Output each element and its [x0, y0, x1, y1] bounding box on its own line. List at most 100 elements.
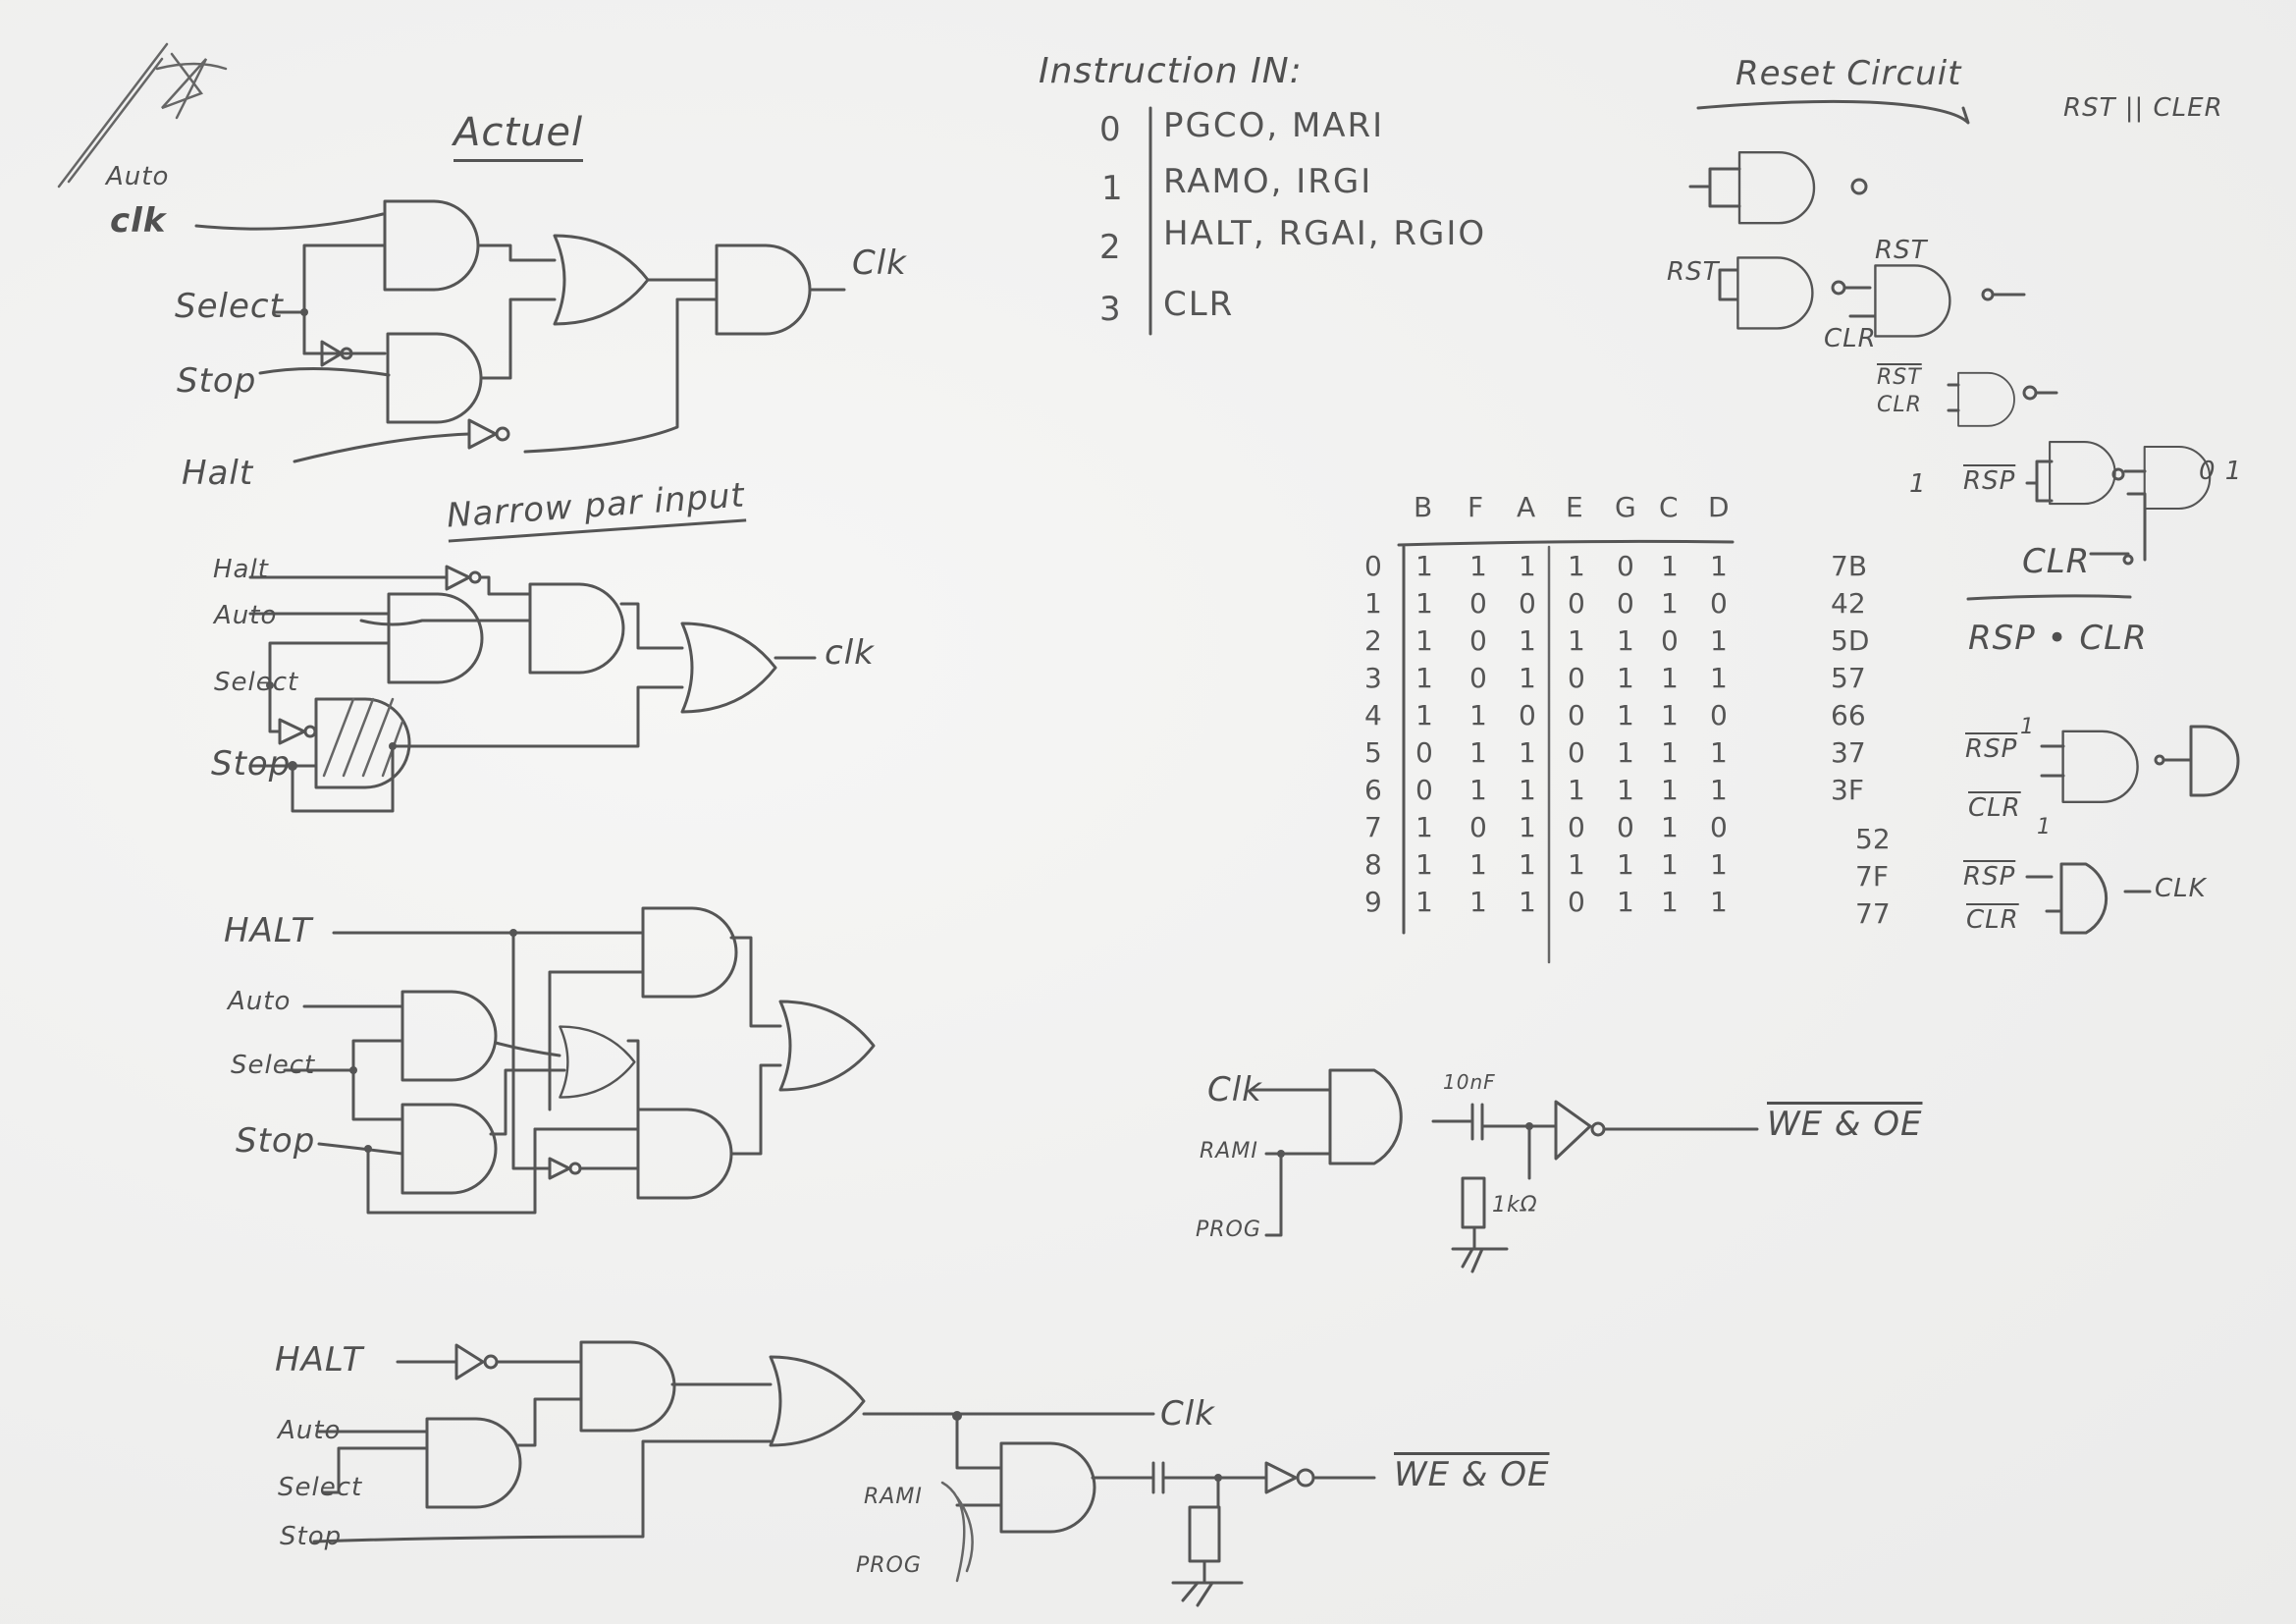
table-cell: 1: [1661, 774, 1679, 806]
reset-label-rst-bar: RST: [1877, 365, 1922, 390]
table-cell: 1: [1519, 886, 1536, 918]
table-row-digit: 9: [1364, 886, 1382, 918]
table-cell: 1: [1617, 662, 1634, 694]
table-cell: 0: [1617, 550, 1634, 582]
bottom-input-halt: HALT: [275, 1340, 364, 1380]
table-cell: 1: [1710, 550, 1728, 582]
table-cell: 0: [1568, 811, 1585, 843]
table-cell: 1: [1469, 886, 1487, 918]
table-cell: 1: [1519, 774, 1536, 806]
table-cell: 1: [1568, 774, 1585, 806]
reset-label-clr: CLR: [1824, 324, 1877, 353]
table-cell: 1: [1710, 624, 1728, 657]
capacitor-value: 10nF: [1443, 1070, 1496, 1094]
table-hex-value: 7B: [1831, 550, 1868, 582]
table-cell: 1: [1415, 587, 1433, 620]
table-cell: 1: [1469, 699, 1487, 731]
reset-circuit: [1688, 99, 2240, 935]
table-cell: 1: [1661, 662, 1679, 694]
third-circuit: [283, 906, 876, 1215]
actuel-output-clk: Clk: [852, 244, 907, 283]
actuel-input-halt: Halt: [182, 454, 254, 493]
table-cell: 0: [1469, 662, 1487, 694]
table-cell: 1: [1469, 550, 1487, 582]
table-row-digit: 0: [1364, 550, 1382, 582]
bottom-output-we-oe: WE & OE: [1394, 1455, 1550, 1494]
table-cell: 1: [1519, 848, 1536, 881]
table-header-b: B: [1414, 491, 1433, 523]
table-cell: 1: [1568, 624, 1585, 657]
actuel-title: Actuel: [454, 110, 584, 162]
bottom-input-prog: PROG: [856, 1553, 922, 1578]
table-cell: 1: [1469, 774, 1487, 806]
table-cell: 1: [1710, 848, 1728, 881]
table-cell: 0: [1710, 587, 1728, 620]
table-cell: 0: [1568, 699, 1585, 731]
table-hex-value: 42: [1831, 587, 1866, 620]
table-row-digit: 8: [1364, 848, 1382, 881]
table-hex-value: 57: [1831, 662, 1866, 694]
table-cell: 0: [1568, 587, 1585, 620]
reset-formula: RSP • CLR: [1968, 619, 2148, 658]
table-cell: 1: [1519, 811, 1536, 843]
reset-label-clk-out: CLK: [2155, 874, 2207, 903]
bottom-input-stop: Stop: [280, 1522, 343, 1551]
table-cell: 1: [1617, 886, 1634, 918]
instruction-title: Instruction IN:: [1039, 51, 1303, 91]
table-cell: 0: [1617, 811, 1634, 843]
narrow-input-stop: Stop: [211, 744, 292, 784]
table-cell: 0: [1617, 587, 1634, 620]
actuel-input-auto: Auto: [106, 162, 170, 191]
bottom-input-auto: Auto: [278, 1416, 342, 1445]
reset-label-one-a: 1: [2020, 715, 2035, 739]
table-cell: 0: [1469, 811, 1487, 843]
bottom-input-select: Select: [278, 1473, 363, 1502]
table-cell: 1: [1661, 811, 1679, 843]
scribble-mark: [57, 42, 228, 189]
table-cell: 0: [1568, 886, 1585, 918]
instruction-step-2: 2: [1099, 228, 1123, 267]
table-cell: 1: [1519, 550, 1536, 582]
table-cell: 1: [1568, 550, 1585, 582]
table-cell: 1: [1710, 662, 1728, 694]
third-input-select: Select: [231, 1051, 316, 1080]
instruction-signals-3: CLR: [1163, 285, 1235, 324]
reset-label-one-b: 1: [2037, 815, 2052, 839]
table-cell: 1: [1661, 886, 1679, 918]
reset-label-rsp-3: RSP: [1963, 862, 2016, 892]
table-row-digit: 6: [1364, 774, 1382, 806]
table-row-digit: 7: [1364, 811, 1382, 843]
table-cell: 1: [1415, 811, 1433, 843]
reset-label-out-01: 0 1: [2199, 457, 2243, 486]
table-cell: 1: [1661, 587, 1679, 620]
table-header-c: C: [1659, 491, 1679, 523]
bottom-circuit: [312, 1340, 1376, 1607]
actuel-input-stop: Stop: [177, 361, 257, 401]
table-hex-value: 66: [1831, 699, 1866, 731]
table-cell: 0: [1568, 736, 1585, 769]
third-input-auto: Auto: [228, 987, 292, 1016]
table-cell: 1: [1661, 848, 1679, 881]
table-header-f: F: [1468, 491, 1484, 523]
bottom-output-clk: Clk: [1160, 1394, 1215, 1434]
reset-label-clr-5: CLR: [1966, 905, 2019, 935]
reset-label-one: 1: [1909, 469, 1927, 499]
table-cell: 0: [1710, 699, 1728, 731]
narrow-input-select: Select: [214, 668, 299, 697]
narrow-input-auto: Auto: [214, 601, 278, 630]
reset-label-rst-2: RST: [1875, 236, 1928, 265]
table-cell: 1: [1617, 624, 1634, 657]
table-hex-value: 3F: [1831, 774, 1864, 806]
table-cell: 1: [1617, 699, 1634, 731]
third-input-halt: HALT: [224, 911, 313, 950]
table-hex-value: 37: [1831, 736, 1866, 769]
table-cell: 1: [1415, 662, 1433, 694]
table-row-digit: 3: [1364, 662, 1382, 694]
table-cell: 1: [1519, 624, 1536, 657]
instruction-signals-2: HALT, RGAI, RGIO: [1163, 214, 1487, 253]
narrow-input-halt: Halt: [213, 555, 269, 584]
table-cell: 1: [1469, 736, 1487, 769]
table-cell: 1: [1710, 774, 1728, 806]
reset-label-clr-3: CLR: [2022, 542, 2091, 581]
